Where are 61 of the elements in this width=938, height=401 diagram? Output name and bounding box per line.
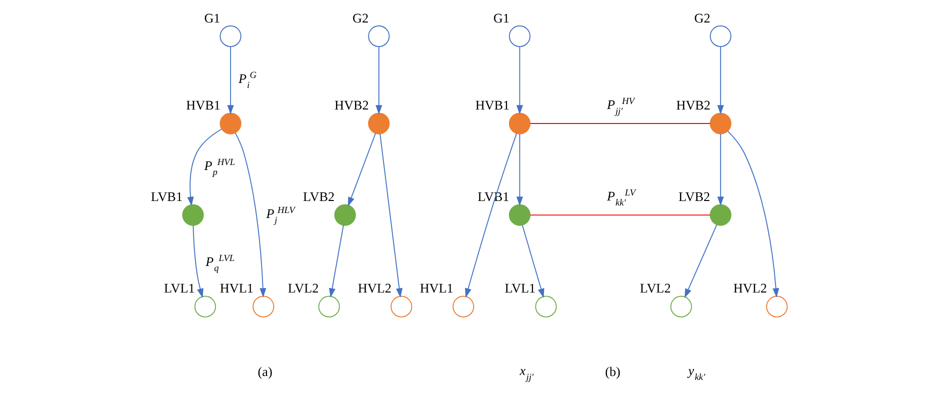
node-label: LVB1: [150, 189, 183, 204]
node-circle: [220, 25, 242, 47]
node-label: HVB2: [676, 98, 711, 113]
arrow: [192, 225, 204, 298]
node-circle: [220, 112, 242, 134]
node-label: LVB2: [678, 189, 710, 204]
node-circle: [710, 204, 732, 226]
label: (a): [258, 364, 272, 379]
node-label: HVL2: [733, 280, 767, 296]
arrow: [516, 46, 523, 114]
connector: [530, 123, 711, 124]
arrow: [234, 132, 266, 298]
node-label: G1: [204, 10, 220, 26]
node-label: LVL1: [164, 280, 195, 296]
node-circle: [334, 204, 356, 226]
arrow: [727, 130, 780, 298]
node-circle: [368, 25, 390, 47]
node-circle: [368, 112, 390, 134]
arrow: [516, 134, 523, 206]
connector: [530, 214, 711, 216]
node-circle: [710, 25, 732, 47]
node-label: HVB2: [334, 98, 369, 113]
node-circle: [182, 204, 204, 226]
arrow: [348, 132, 376, 207]
node-circle: [252, 296, 274, 318]
node-label: G1: [493, 10, 510, 26]
node-circle: [508, 25, 530, 47]
node-circle: [670, 296, 692, 318]
arrow: [465, 133, 518, 298]
node-circle: [535, 296, 557, 318]
label: (b): [605, 364, 620, 379]
arrow: [376, 46, 382, 114]
node-circle: [452, 296, 474, 318]
arrow: [717, 134, 724, 206]
arrow: [380, 133, 403, 298]
node-circle: [390, 296, 412, 318]
label: x$_{jj′}$: [520, 362, 534, 383]
node-label: HVL1: [420, 280, 454, 296]
node-circle: [766, 296, 788, 318]
node-label: G2: [352, 10, 369, 26]
node-circle: [508, 204, 530, 226]
node-label: LVB2: [302, 189, 335, 204]
arrow: [328, 224, 344, 298]
node-label: G2: [694, 10, 710, 26]
node-label: HVB1: [186, 98, 220, 113]
arrow: [717, 46, 724, 114]
node-circle: [318, 296, 340, 318]
node-label: HVB1: [475, 98, 510, 113]
node-label: HVL2: [358, 280, 392, 296]
arrow: [227, 46, 234, 114]
arrow: [684, 224, 718, 298]
node-label: LVL2: [640, 280, 671, 296]
arrow: [522, 224, 544, 298]
arrow: [187, 128, 222, 206]
node-label: HVL1: [220, 280, 254, 296]
node-label: LVL2: [288, 280, 319, 296]
node-circle: [508, 112, 530, 134]
node-label: LVL1: [504, 280, 536, 296]
node-circle: [710, 112, 732, 134]
node-circle: [194, 296, 216, 318]
label: y$_{kk′}$: [688, 362, 706, 383]
